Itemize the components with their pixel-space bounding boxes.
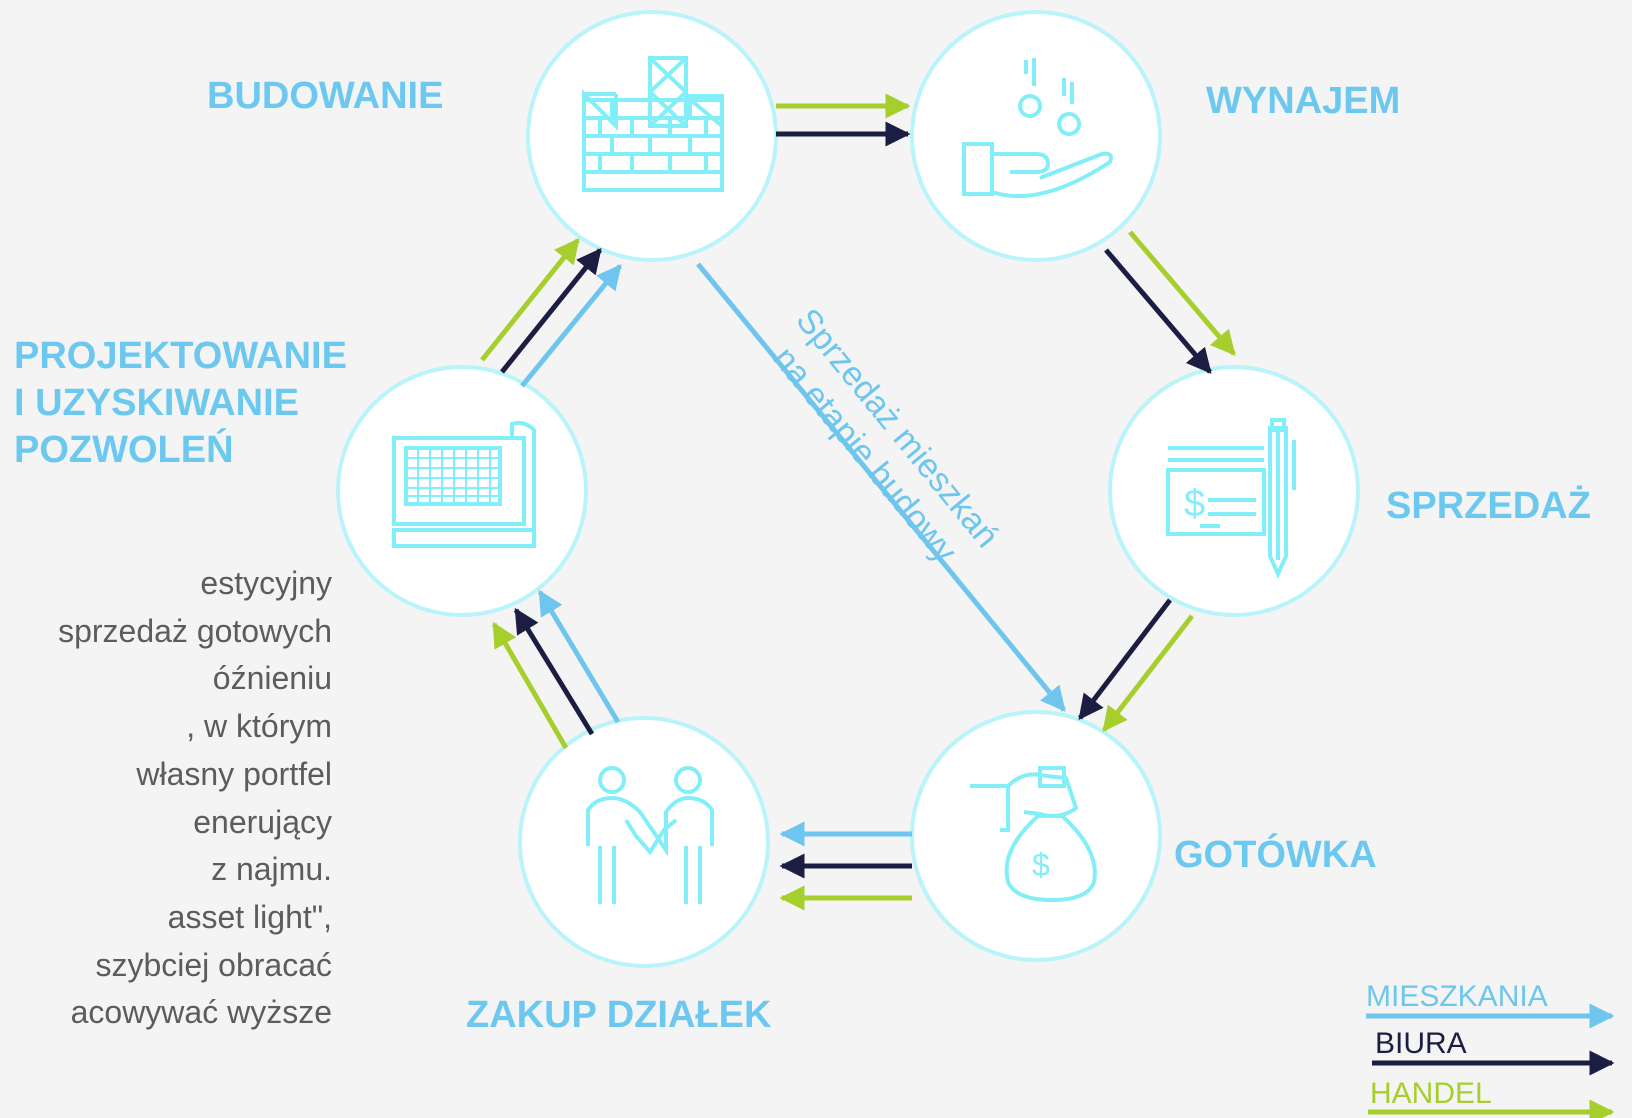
legend-label-handel: HANDEL — [1370, 1077, 1492, 1110]
label-wynajem: WYNAJEM — [1206, 80, 1401, 122]
money-bag-hand-icon: $ — [970, 766, 1097, 903]
side-text-line: asset light", — [167, 898, 332, 935]
label-projektowanie: PROJEKTOWANIE I UZYSKIWANIE POZWOLEŃ — [14, 333, 347, 474]
label-zakup: ZAKUP DZIAŁEK — [466, 994, 772, 1036]
svg-text:$: $ — [1184, 483, 1205, 525]
arrow-mieszkania-diagonal — [696, 262, 1066, 712]
label-projektowanie-line3: POZWOLEŃ — [14, 429, 234, 471]
side-text-line: własny portfel — [136, 755, 332, 792]
label-sprzedaz: SPRZEDAŻ — [1386, 485, 1591, 527]
circle-sprzedaz — [1108, 365, 1360, 617]
construction-icon — [582, 56, 724, 192]
arrow-handel-projektowanie-budowanie — [480, 238, 580, 362]
circle-wynajem — [910, 10, 1162, 262]
circle-projektowanie — [336, 365, 588, 617]
label-projektowanie-line1: PROJEKTOWANIE — [14, 335, 347, 377]
arrow-mieszkania-zakup-projektowanie — [537, 589, 621, 724]
legend-label-biura: BIURA — [1375, 1027, 1467, 1060]
arrow-biura-wynajem-sprzedaz — [1104, 248, 1212, 374]
side-text-line: enerujący — [193, 803, 332, 840]
legend-label-mieszkania: MIESZKANIA — [1366, 980, 1548, 1013]
cheque-pen-icon: $ — [1166, 418, 1296, 579]
label-gotowka: GOTÓWKA — [1174, 834, 1377, 876]
diagonal-label: Sprzedaż mieszkań na etapie budowy — [766, 301, 1007, 569]
side-text-line: óźnieniu — [212, 660, 332, 697]
arrow-mieszkania-projektowanie-budowanie — [520, 264, 622, 388]
side-description: estycyjny sprzedaż gotowych óźnieniu , w… — [0, 560, 332, 1037]
arrow-biura-projektowanie-budowanie — [500, 248, 602, 374]
handshake-people-icon — [586, 766, 714, 904]
arrow-handel-wynajem-sprzedaz — [1128, 230, 1236, 356]
side-text-line: estycyjny — [200, 565, 332, 601]
side-text-line: sprzedaż gotowych — [58, 612, 332, 649]
arrow-handel-sprzedaz-gotowka — [1102, 614, 1194, 732]
label-budowanie: BUDOWANIE — [207, 75, 444, 117]
arrow-biura-zakup-projektowanie — [513, 607, 595, 736]
label-projektowanie-line2: I UZYSKIWANIE — [14, 382, 300, 424]
side-text-line: acowywać wyższe — [70, 994, 332, 1031]
side-text-line: , w którym — [186, 708, 332, 745]
arrow-biura-sprzedaz-gotowka — [1078, 598, 1172, 720]
rent-coins-hand-icon — [962, 58, 1113, 199]
circle-gotowka — [910, 710, 1162, 962]
side-text-line: z najmu. — [211, 851, 332, 888]
circle-zakup — [518, 716, 770, 968]
svg-text:$: $ — [1032, 847, 1050, 883]
blueprint-icon — [392, 420, 536, 548]
arrow-handel-zakup-projektowanie — [491, 621, 569, 750]
side-text-line: szybciej obracać — [95, 946, 332, 983]
